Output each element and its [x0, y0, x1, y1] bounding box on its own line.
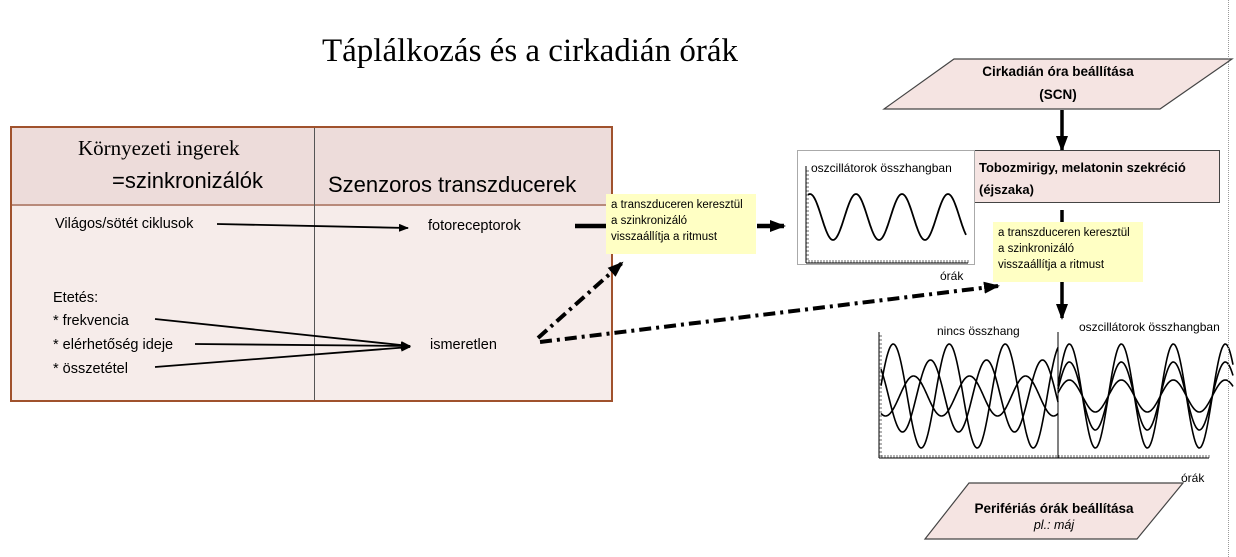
note-left-line1: a transzduceren keresztül	[611, 199, 743, 211]
column-divider	[314, 128, 315, 400]
scn-box: Cirkadián óra beállítása (SCN)	[882, 58, 1234, 110]
note-right-line2: a szinkronizáló	[998, 243, 1075, 255]
col1-header-line1: Környezeti ingerek	[78, 136, 240, 160]
wave-unsync-2	[880, 359, 1059, 433]
note-left-line2: a szinkronizáló	[611, 215, 688, 227]
arrow-lightdark	[216, 223, 409, 232]
small-graph-label: oszcillátorok összhangban	[811, 161, 952, 175]
arrow-unknown-to-right-note	[539, 281, 1000, 344]
arrow-composition	[154, 343, 411, 368]
arrow-availability	[194, 341, 411, 350]
page-edge-rule	[1228, 0, 1229, 557]
large-graph-label-left: nincs összhang	[937, 324, 1020, 338]
synchronizer-table: Környezeti ingerek =szinkronizálók Szenz…	[10, 126, 613, 402]
pineal-box-line1: Tobozmirigy, melatonin szekréció	[979, 160, 1186, 175]
col2-header: Szenzoros transzducerek	[328, 172, 577, 197]
large-graph-label-right: oszcillátorok összhangban	[1079, 320, 1220, 334]
note-left: a transzduceren keresztül a szinkronizál…	[606, 194, 756, 254]
wave-sync-1	[1057, 343, 1234, 449]
note-right-line3: visszaállítja a ritmust	[998, 259, 1105, 271]
small-graph-xlabel: órák	[940, 269, 964, 283]
arrow-frequency	[154, 318, 411, 350]
row2-right: ismeretlen	[430, 337, 497, 353]
large-graph-xlabel: órák	[1181, 471, 1205, 485]
peripheral-box: Perifériás órák beállítása pl.: máj	[923, 482, 1185, 540]
note-right-line1: a transzduceren keresztül	[998, 227, 1130, 239]
row2-item-availability: * elérhetőség ideje	[53, 337, 174, 353]
row1-left: Világos/sötét ciklusok	[55, 216, 194, 232]
pineal-box-line2: (éjszaka)	[979, 182, 1034, 197]
note-right: a transzduceren keresztül a szinkronizál…	[993, 222, 1143, 282]
row1-right: fotoreceptorok	[428, 218, 521, 234]
wave-unsync-3	[880, 375, 1059, 417]
row2-left-title: Etetés:	[53, 290, 99, 306]
pineal-box: Tobozmirigy, melatonin szekréció (éjszak…	[970, 150, 1220, 203]
row2-item-composition: * összetétel	[53, 361, 128, 377]
small-oscillator-graph: oszcillátorok összhangban	[797, 150, 975, 265]
note-left-line3: visszaállítja a ritmust	[611, 231, 718, 243]
wave-unsync-1	[880, 343, 1059, 449]
wave-sync-3	[1057, 379, 1234, 413]
col1-header-line2: =szinkronizálók	[112, 168, 264, 193]
page-title: Táplálkozás és a cirkadián órák	[322, 33, 738, 69]
small-graph-wave	[807, 193, 967, 241]
peripheral-box-line2: pl.: máj	[1033, 518, 1075, 532]
large-oscillator-graph: nincs összhang oszcillátorok összhangban	[873, 318, 1235, 468]
table-header	[12, 128, 611, 206]
arrow-unknown-to-note	[536, 261, 624, 340]
peripheral-box-line1: Perifériás órák beállítása	[974, 501, 1134, 516]
scn-box-line2: (SCN)	[1039, 87, 1077, 102]
scn-box-line1: Cirkadián óra beállítása	[982, 64, 1134, 79]
row2-item-frequency: * frekvencia	[53, 313, 129, 329]
wave-sync-2	[1057, 361, 1234, 431]
